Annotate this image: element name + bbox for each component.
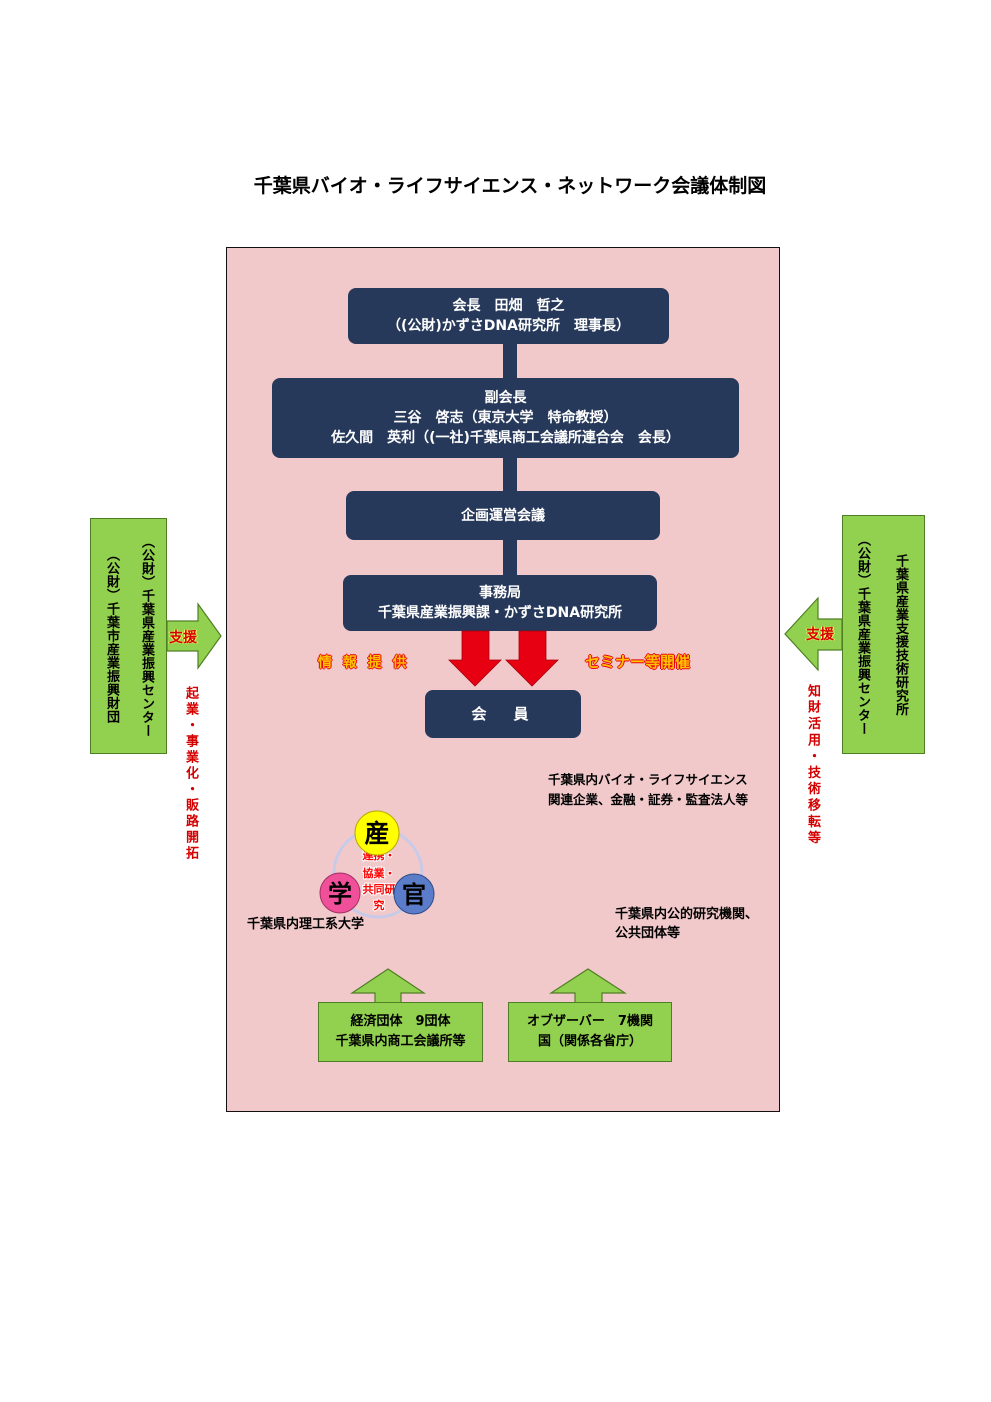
academia-group-text: 千葉県内理工系大学 — [247, 917, 365, 932]
left-support-role: 起業・事業化・販路開拓 — [183, 686, 198, 862]
economic-groups-line-1: 経済団体 9団体 — [350, 1014, 451, 1029]
right-support-org-2: （公財）千葉県産業振興センター — [855, 533, 870, 736]
industry-group-text: 千葉県内バイオ・ライフサイエンス 関連企業、金融・証券・監査法人等 — [548, 770, 748, 810]
planning-committee-box: 企画運営会議 — [346, 491, 660, 540]
secretariat-heading: 事務局 — [479, 585, 521, 601]
left-support-org-1: （公財）千葉県産業振興センター — [139, 534, 154, 738]
right-support-label: 支援 — [806, 627, 834, 643]
left-support-org-box — [90, 518, 167, 754]
vice-chairman-1: 三谷 啓志（東京大学 特命教授） — [393, 410, 618, 426]
left-support-label: 支援 — [169, 630, 197, 646]
industry-group-line-1: 千葉県内バイオ・ライフサイエンス — [548, 772, 748, 787]
observers-line-1: オブザーバー 7機関 — [527, 1014, 653, 1029]
left-support-org-2: （公財）千葉市産業振興財団 — [104, 548, 119, 724]
right-support-org-box — [842, 515, 925, 754]
info-provision-label: 情 報 提 供 — [318, 655, 410, 671]
right-support-role: 知財活用・技術移転等 — [805, 684, 820, 847]
observers-box: オブザーバー 7機関 国（関係各省庁） — [508, 1002, 672, 1062]
vice-chairman-heading: 副会長 — [484, 390, 527, 406]
economic-groups-box: 経済団体 9団体 千葉県内商工会議所等 — [318, 1002, 483, 1062]
chairman-name: 会長 田畑 哲之 — [452, 298, 565, 314]
seminar-label: セミナー等開催 — [585, 653, 691, 671]
vice-chairman-2: 佐久間 英利（(一社)千葉県商工会議所連合会 会長） — [331, 430, 680, 446]
public-group-line-2: 公共団体等 — [615, 926, 681, 941]
observers-line-2: 国（関係各省庁） — [537, 1034, 642, 1049]
planning-committee-label: 企画運営会議 — [461, 507, 545, 524]
chairman-affiliation: （(公財)かずさDNA研究所 理事長） — [387, 318, 630, 334]
right-support-org-1: 千葉県産業支援技術研究所 — [893, 553, 908, 716]
secretariat-members: 千葉県産業振興課・かずさDNA研究所 — [377, 605, 623, 621]
members-box: 会 員 — [425, 690, 581, 738]
industry-group-line-2: 関連企業、金融・証券・監査法人等 — [548, 792, 749, 807]
members-label: 会 員 — [471, 705, 535, 723]
vice-chairman-box: 副会長 三谷 啓志（東京大学 特命教授） 佐久間 英利（(一社)千葉県商工会議所… — [272, 378, 739, 458]
secretariat-box: 事務局 千葉県産業振興課・かずさDNA研究所 — [343, 575, 657, 631]
chairman-box: 会長 田畑 哲之 （(公財)かずさDNA研究所 理事長） — [348, 288, 669, 344]
diagram-title: 千葉県バイオ・ライフサイエンス・ネットワーク会議体制図 — [253, 175, 767, 197]
public-group-text: 千葉県内公的研究機関、 公共団体等 — [615, 905, 758, 943]
economic-groups-line-2: 千葉県内商工会議所等 — [335, 1034, 466, 1049]
public-group-line-1: 千葉県内公的研究機関、 — [615, 907, 759, 922]
